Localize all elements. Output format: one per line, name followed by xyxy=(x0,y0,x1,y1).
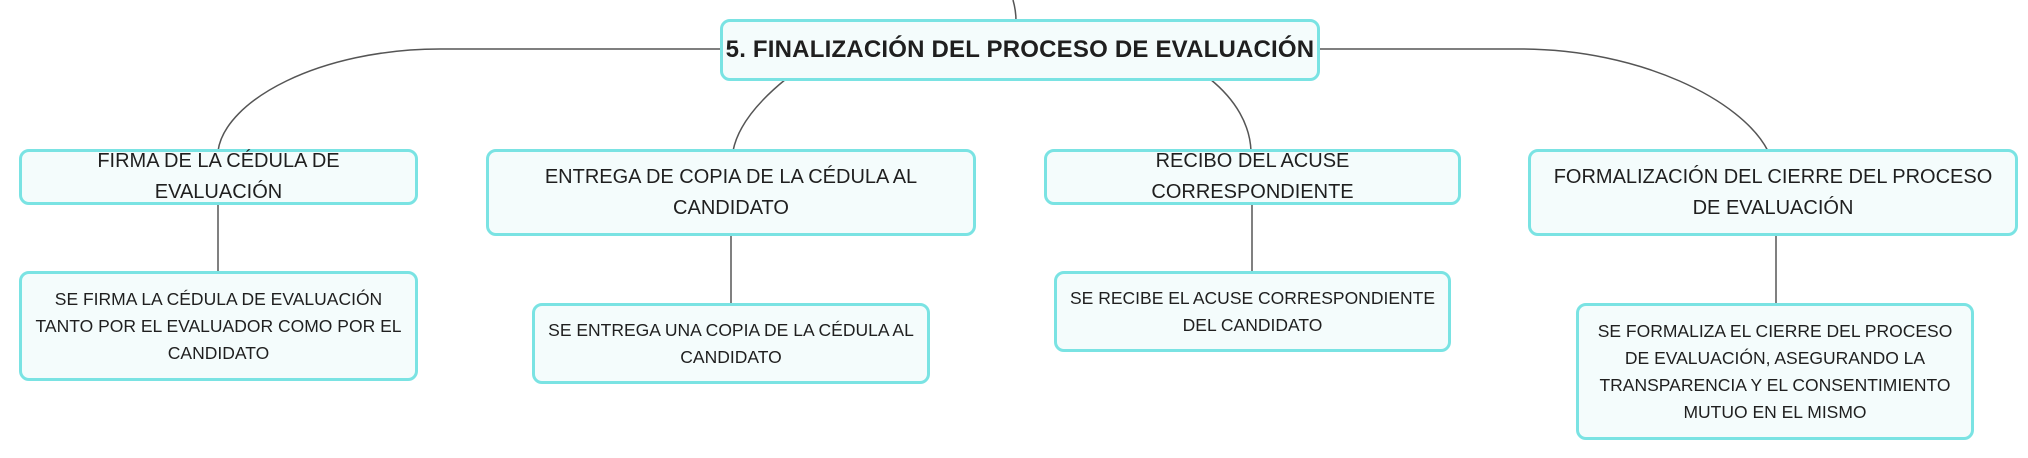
detail-node-label: SE ENTREGA UNA COPIA DE LA CÉDULA AL CAN… xyxy=(548,319,914,367)
detail-node-recibo[interactable]: SE RECIBE EL ACUSE CORRESPONDIENTE DEL C… xyxy=(1054,271,1451,352)
branch-node-formalizacion[interactable]: FORMALIZACIÓN DEL CIERRE DEL PROCESO DE … xyxy=(1528,149,2018,236)
branch-node-recibo[interactable]: RECIBO DEL ACUSE CORRESPONDIENTE xyxy=(1044,149,1461,205)
root-node-label: 5. FINALIZACIÓN DEL PROCESO DE EVALUACIÓ… xyxy=(725,36,1315,63)
detail-node-label: SE RECIBE EL ACUSE CORRESPONDIENTE DEL C… xyxy=(1070,287,1435,335)
connector-parent-to-root xyxy=(1012,0,1017,22)
branch-node-label: RECIBO DEL ACUSE CORRESPONDIENTE xyxy=(1151,150,1354,203)
branch-node-firma[interactable]: FIRMA DE LA CÉDULA DE EVALUACIÓN xyxy=(19,149,418,205)
connector-root-to-branch-1 xyxy=(217,48,720,152)
branch-node-label: FIRMA DE LA CÉDULA DE EVALUACIÓN xyxy=(97,150,340,203)
detail-node-label: SE FORMALIZA EL CIERRE DEL PROCESO DE EV… xyxy=(1597,320,1953,422)
detail-node-formalizacion[interactable]: SE FORMALIZA EL CIERRE DEL PROCESO DE EV… xyxy=(1576,303,1974,440)
detail-node-entrega[interactable]: SE ENTREGA UNA COPIA DE LA CÉDULA AL CAN… xyxy=(532,303,930,384)
detail-node-label: SE FIRMA LA CÉDULA DE EVALUACIÓN TANTO P… xyxy=(35,288,402,363)
connector-root-to-branch-4 xyxy=(1316,48,1769,152)
branch-node-entrega[interactable]: ENTREGA DE COPIA DE LA CÉDULA AL CANDIDA… xyxy=(486,149,976,236)
root-node[interactable]: 5. FINALIZACIÓN DEL PROCESO DE EVALUACIÓ… xyxy=(720,19,1320,81)
connector-root-to-branch-3 xyxy=(1209,78,1252,152)
branch-node-label: FORMALIZACIÓN DEL CIERRE DEL PROCESO DE … xyxy=(1553,165,1993,219)
branch-node-label: ENTREGA DE COPIA DE LA CÉDULA AL CANDIDA… xyxy=(544,165,918,219)
detail-node-firma[interactable]: SE FIRMA LA CÉDULA DE EVALUACIÓN TANTO P… xyxy=(19,271,418,381)
connector-root-to-branch-2 xyxy=(732,78,787,152)
